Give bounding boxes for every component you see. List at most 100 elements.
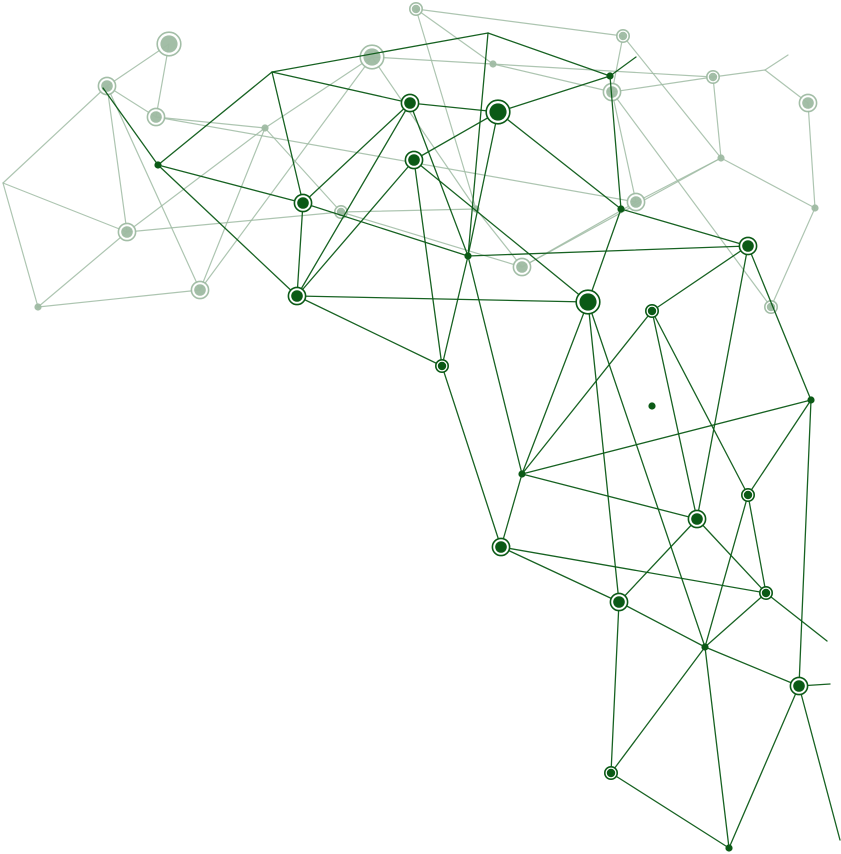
node-core [618,31,628,41]
network-edge [497,111,622,210]
network-node [400,93,420,113]
network-edge [521,310,653,475]
network-node [359,44,385,70]
network-edge [500,546,767,594]
network-edge [296,159,415,297]
node-core [34,303,42,311]
network-edge [747,399,812,496]
network-edge [611,91,772,308]
node-core [404,97,416,109]
network-node [626,192,646,212]
node-core [743,490,753,500]
network-edge [770,207,816,308]
network-edge [106,85,157,118]
node-core [363,48,381,66]
network-edge [798,399,812,687]
network-edge [487,32,611,77]
node-core [802,97,814,109]
network-edge [704,646,730,849]
network-node [434,358,449,373]
node-core [606,86,618,98]
network-edge [37,231,128,308]
network-node [512,257,532,277]
node-core [742,240,754,252]
network-edge [651,245,749,312]
network-node [404,150,424,170]
foreground-nodes [154,72,815,852]
network-edge [610,646,706,774]
network-edge [409,102,469,257]
network-edge [271,71,304,204]
network-node [758,585,773,600]
network-edge [728,685,800,849]
network-node [798,93,818,113]
network-edge [106,85,201,291]
network-edge [296,202,304,297]
network-node [261,124,269,132]
network-edge [102,87,159,166]
node-core [717,154,725,162]
network-node [117,222,137,242]
node-core [701,643,709,651]
network-edge [467,245,749,257]
network-edge [720,157,816,209]
network-edge [340,208,477,213]
network-node [606,72,614,80]
network-edge [302,202,469,257]
network-edge [296,295,589,303]
node-core [606,768,616,778]
network-edge [157,71,273,166]
network-edge [651,310,698,520]
network-edge [620,208,749,247]
network-edge [126,127,266,233]
background-edges [2,8,816,308]
network-edge [618,601,706,648]
node-core [194,284,206,296]
network-edge [611,91,637,203]
node-core [121,226,133,238]
network-edge [587,301,706,648]
node-core [261,124,269,132]
network-node [807,396,815,404]
network-node [609,592,629,612]
network-edge [704,646,800,687]
network-edge [37,289,201,308]
network-node [717,154,725,162]
network-edge [696,518,767,594]
network-node [789,676,809,696]
network-edge [413,111,499,161]
network-node [34,303,42,311]
network-edge [413,159,443,367]
node-core [647,306,657,316]
network-edge [521,301,589,475]
network-edge [475,208,523,268]
network-edge [126,211,342,233]
network-edge [340,211,523,268]
network-edge [157,164,298,297]
node-core [691,513,703,525]
network-edge [618,518,698,603]
node-core [518,470,526,478]
network-edge [704,592,767,648]
network-node [648,402,656,410]
network-edge [500,473,523,548]
node-core [793,680,805,692]
node-core [154,161,162,169]
network-node [518,470,526,478]
network-edge [441,365,502,548]
network-node [485,99,511,125]
network-edge [296,102,411,297]
network-edge [296,295,443,367]
network-edge [467,32,489,257]
network-edge [415,8,494,65]
background-nodes [34,2,819,314]
node-core [708,72,718,82]
network-node [738,236,758,256]
network-node [489,60,497,68]
network-node [154,161,162,169]
network-edge [497,75,611,113]
node-core [761,588,771,598]
network-node [701,643,709,651]
